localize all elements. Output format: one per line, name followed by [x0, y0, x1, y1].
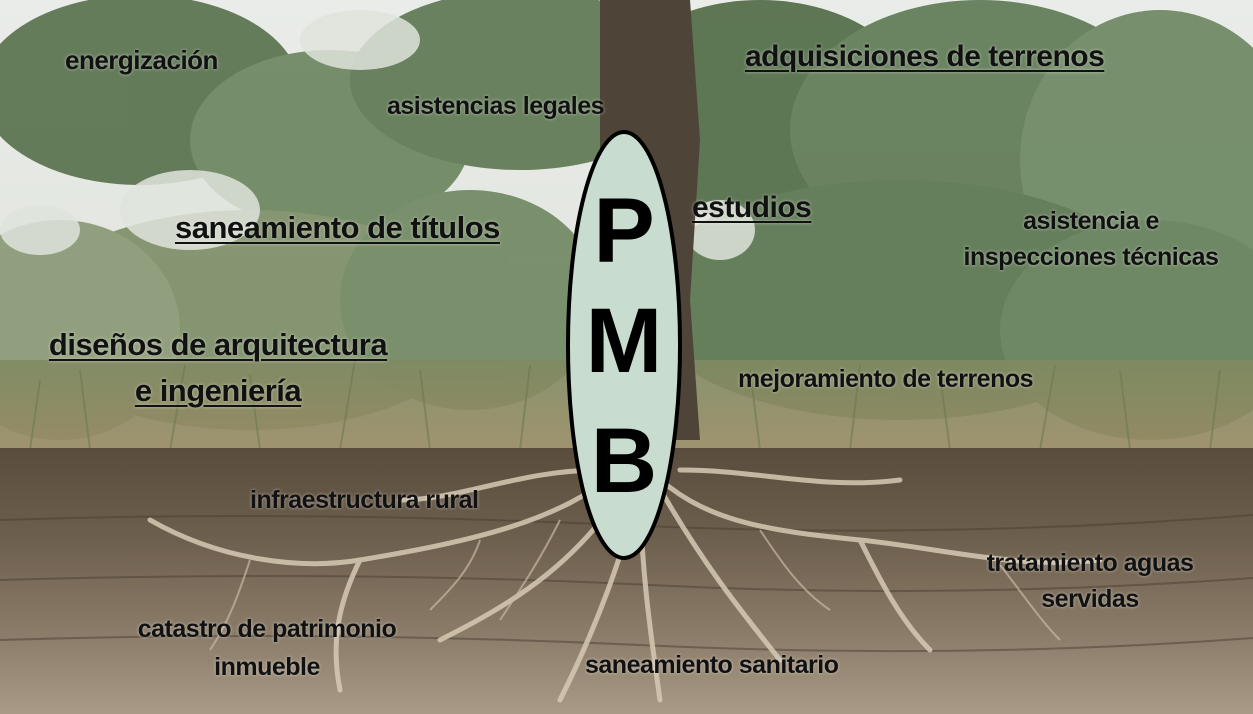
- label-infraestructura-rural: infraestructura rural: [250, 486, 479, 514]
- label-disenos-arquitectura: diseños de arquitectura e ingeniería: [38, 322, 398, 414]
- label-catastro-line1: catastro de patrimonio: [137, 615, 397, 643]
- label-saneamiento-titulos: saneamiento de títulos: [175, 210, 500, 245]
- oval-letter-b: B: [590, 410, 658, 512]
- pmb-oval: [566, 130, 682, 560]
- label-estudios: estudios: [692, 191, 812, 224]
- label-catastro-patrimonio: catastro de patrimonio inmueble: [112, 610, 422, 686]
- label-asistencia-line1: asistencia e: [1023, 207, 1159, 235]
- label-tratamiento-line1: tratamiento aguas: [986, 549, 1194, 577]
- label-catastro-line2: inmueble: [214, 653, 320, 681]
- label-saneamiento-sanitario: saneamiento sanitario: [585, 651, 839, 679]
- oval-letter-m: M: [585, 290, 663, 392]
- label-energizacion: energización: [65, 45, 218, 75]
- label-adquisiciones-terrenos: adquisiciones de terrenos: [745, 40, 1105, 73]
- oval-letter-p: P: [593, 180, 655, 282]
- label-disenos-line1: diseños de arquitectura: [48, 327, 388, 362]
- label-mejoramiento-terrenos: mejoramiento de terrenos: [738, 365, 1034, 393]
- label-disenos-line2: e ingeniería: [134, 373, 302, 408]
- label-asistencias-legales: asistencias legales: [387, 92, 605, 120]
- label-asistencia-inspecciones: asistencia e inspecciones técnicas: [946, 203, 1236, 275]
- label-tratamiento-aguas: tratamiento aguas servidas: [965, 545, 1215, 617]
- label-tratamiento-line2: servidas: [1041, 585, 1139, 613]
- label-asistencia-line2: inspecciones técnicas: [963, 243, 1219, 271]
